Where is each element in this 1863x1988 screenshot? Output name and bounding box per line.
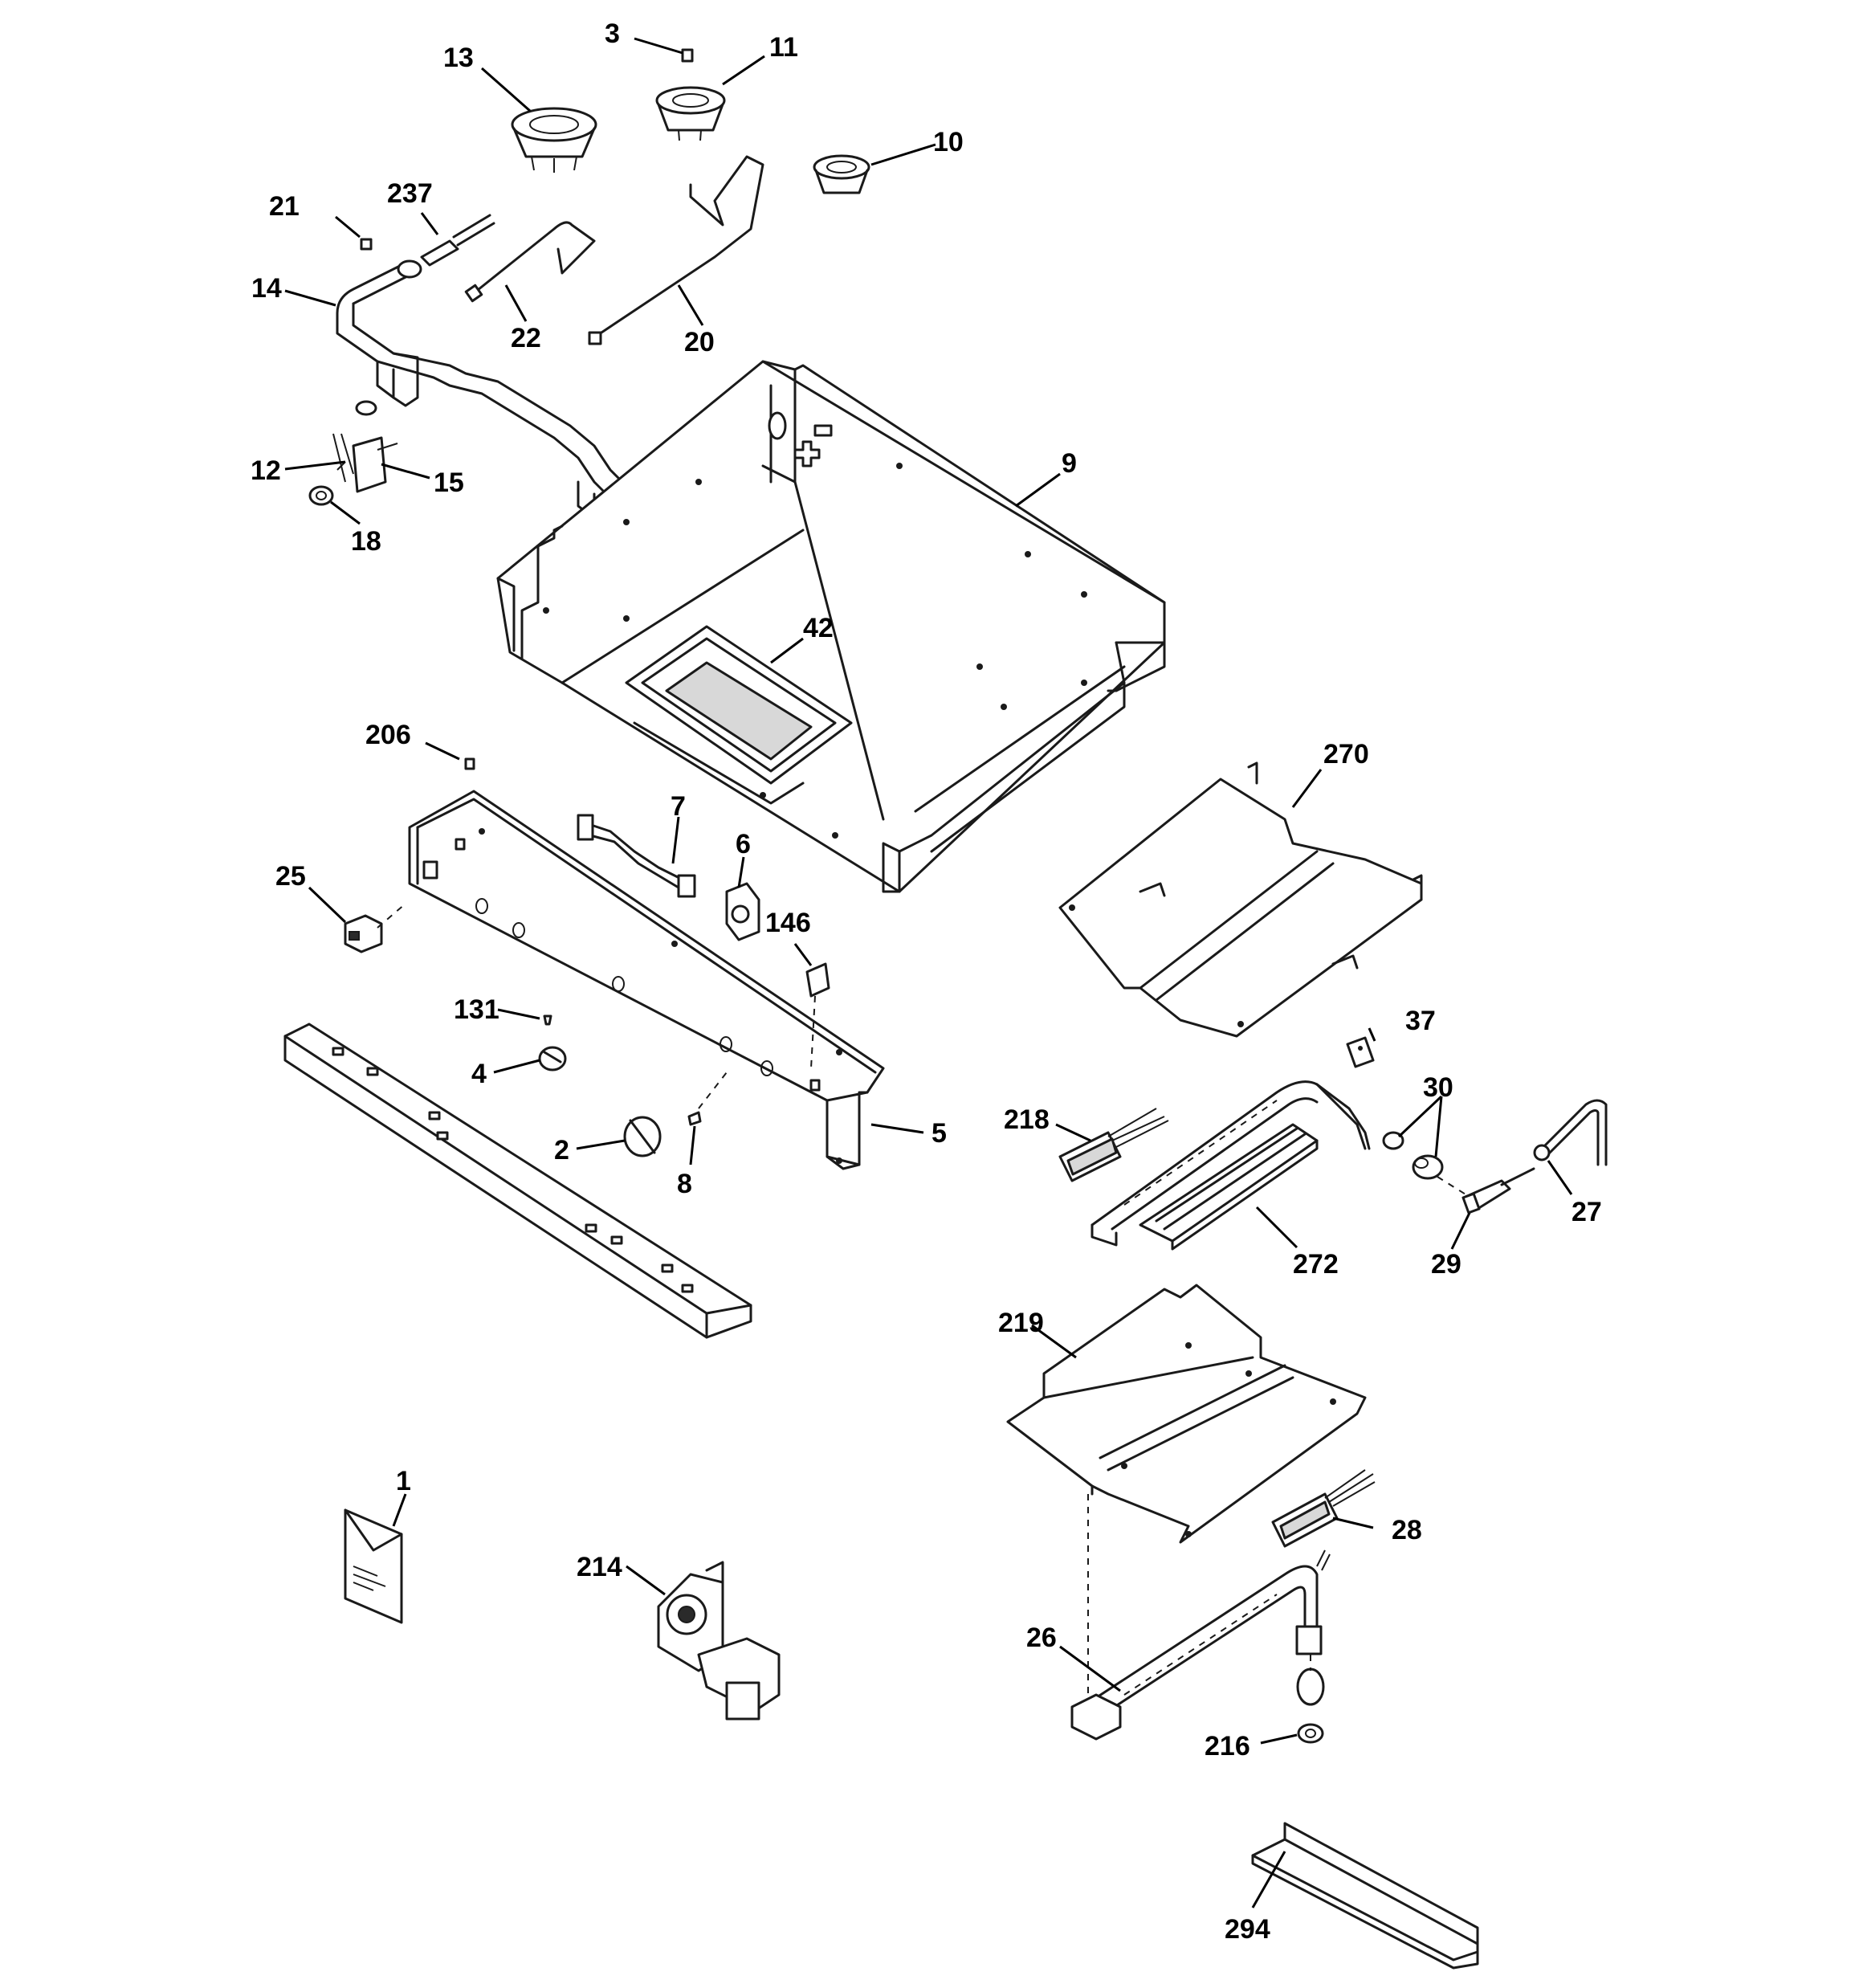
callout-29: 29	[1431, 1249, 1461, 1280]
nut-216	[1297, 1723, 1324, 1744]
axis-line-29	[1437, 1176, 1470, 1198]
callout-14: 14	[251, 273, 282, 304]
callout-270: 270	[1323, 739, 1369, 769]
broil-burner-26	[1070, 1549, 1331, 1741]
callout-18: 18	[351, 526, 381, 557]
callout-131: 131	[454, 994, 499, 1025]
callout-272: 272	[1293, 1249, 1339, 1280]
callout-2: 2	[554, 1135, 569, 1165]
callout-13: 13	[443, 43, 474, 73]
callout-218: 218	[1004, 1104, 1050, 1135]
orifice-29	[1461, 1167, 1535, 1214]
callout-219: 219	[998, 1308, 1044, 1338]
axis-line-25	[377, 903, 406, 929]
shield-270	[1058, 761, 1423, 1038]
callout-11: 11	[769, 32, 798, 63]
knob-2	[623, 1116, 662, 1157]
knob-4	[538, 1046, 567, 1072]
gas-valve-214	[657, 1561, 781, 1721]
screw-206	[464, 757, 475, 770]
callout-28: 28	[1392, 1515, 1422, 1545]
callout-237: 237	[387, 178, 433, 209]
callout-6: 6	[736, 829, 751, 859]
orifice-237	[420, 214, 495, 267]
callout-15: 15	[434, 467, 464, 498]
callout-30: 30	[1423, 1072, 1453, 1103]
callout-214: 214	[577, 1552, 622, 1582]
callout-3: 3	[605, 18, 620, 49]
burner-head-13	[511, 107, 597, 173]
burner-head-10	[813, 154, 870, 194]
clip-146	[805, 962, 830, 998]
screw-8	[687, 1111, 702, 1126]
bracket-25	[344, 914, 383, 953]
tube-27	[1533, 1099, 1608, 1166]
callout-8: 8	[677, 1169, 692, 1199]
callout-5: 5	[932, 1118, 947, 1149]
callout-10: 10	[933, 127, 964, 157]
cover-plate-42	[625, 625, 853, 805]
callout-25: 25	[275, 861, 306, 892]
burner-box-9	[496, 360, 1166, 893]
callout-4: 4	[471, 1059, 487, 1089]
rail-294	[1251, 1822, 1479, 1970]
callout-294: 294	[1225, 1914, 1270, 1945]
callout-27: 27	[1572, 1197, 1602, 1227]
axis-line-8	[698, 1072, 728, 1109]
burner-baffle-272	[1139, 1123, 1319, 1251]
screw-3	[681, 48, 694, 63]
callout-labels: 3 11 13 10 21 237 14 22 20 9 12 15 18 42…	[251, 18, 1602, 1945]
callout-37: 37	[1405, 1006, 1436, 1036]
tube-22	[464, 221, 596, 303]
callout-26: 26	[1026, 1623, 1057, 1653]
screw-21	[360, 238, 373, 251]
callout-7: 7	[671, 791, 686, 822]
burner-sleeve-30	[1382, 1131, 1444, 1180]
bracket-37	[1346, 1036, 1375, 1068]
screw-131	[543, 1014, 552, 1026]
leader-lines	[284, 37, 1573, 1908]
harness-7	[577, 814, 696, 898]
callout-9: 9	[1062, 448, 1077, 479]
burner-head-11	[655, 86, 726, 141]
nut-18	[308, 485, 334, 506]
bake-burner-tube	[1090, 1080, 1371, 1247]
switch-6	[725, 882, 760, 941]
callout-216: 216	[1205, 1731, 1250, 1761]
callout-146: 146	[765, 908, 811, 938]
callout-42: 42	[803, 613, 834, 643]
igniter-28	[1271, 1469, 1376, 1548]
nut-under-manifold	[355, 400, 377, 416]
callout-20: 20	[684, 327, 715, 357]
trim-strip	[283, 1023, 752, 1339]
literature-1	[344, 1508, 403, 1624]
shield-219	[1006, 1284, 1367, 1544]
burner-sleeve-lower	[1296, 1668, 1325, 1706]
callout-21: 21	[269, 191, 300, 222]
callout-206: 206	[365, 720, 411, 750]
callout-1: 1	[396, 1466, 411, 1496]
callout-22: 22	[511, 323, 541, 353]
control-panel-5	[408, 790, 885, 1170]
tube-20	[588, 155, 764, 345]
igniter-218	[1058, 1108, 1169, 1182]
callout-12: 12	[251, 455, 281, 486]
